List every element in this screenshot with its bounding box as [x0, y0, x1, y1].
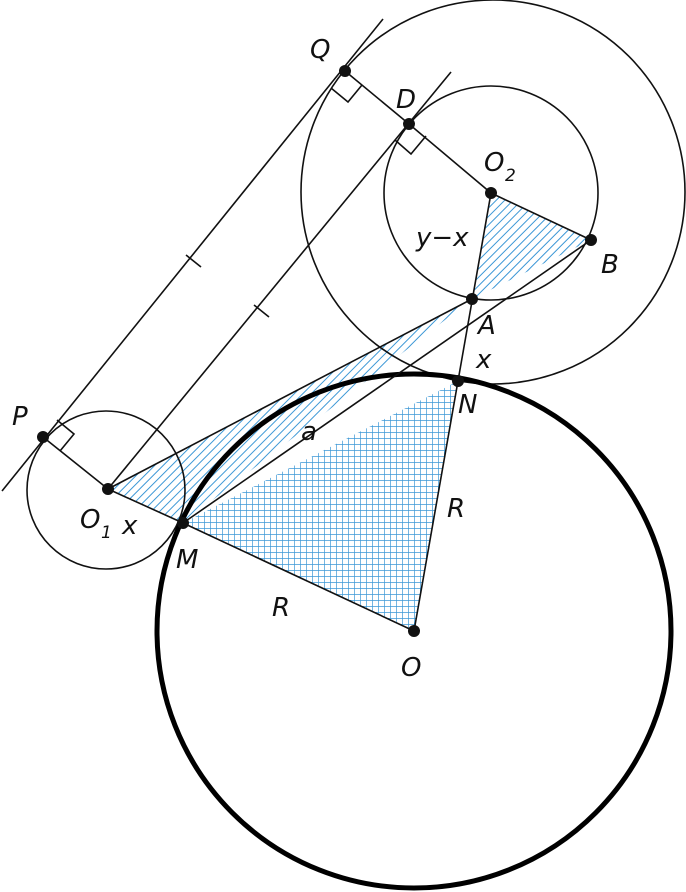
label-r-right: R — [447, 494, 465, 524]
tick-mark-d-line — [253, 304, 270, 318]
segment-o2-n — [457, 192, 492, 382]
right-angle-mark-p — [56, 419, 76, 452]
label-q: Q — [310, 35, 330, 65]
label-a: A — [476, 311, 496, 341]
circle-o2 — [383, 85, 599, 301]
circle-o1 — [26, 410, 186, 570]
tangent-line-pq — [1, 18, 384, 492]
label-o2: O — [484, 148, 504, 178]
point-a — [466, 293, 478, 305]
crosshatched-triangle-m-n-o — [183, 381, 458, 631]
label-r-bottom: R — [272, 593, 290, 623]
point-m — [177, 517, 189, 529]
label-o1: O — [80, 505, 100, 535]
segment-o1-m — [107, 488, 184, 524]
segment-m-o — [182, 522, 415, 632]
hatched-triangle-o2-b-a — [472, 193, 591, 299]
points — [37, 65, 597, 637]
label-x-left: x — [121, 511, 138, 541]
segment-n-o — [413, 380, 459, 632]
circle-o — [154, 371, 674, 891]
label-o: O — [401, 653, 421, 683]
point-d — [403, 118, 415, 130]
point-q — [339, 65, 351, 77]
label-a-segment: a — [301, 417, 317, 447]
segment-m-b — [182, 239, 592, 524]
label-o1-subscript: 1 — [101, 523, 112, 543]
label-b: B — [601, 250, 619, 280]
point-o2 — [485, 187, 497, 199]
label-o2-subscript: 2 — [505, 166, 516, 186]
label-x-top: x — [475, 345, 492, 375]
segment-q-d — [344, 70, 410, 125]
hatched-triangle-o1-a-m — [108, 299, 472, 523]
tick-mark-pq — [185, 254, 202, 268]
label-m: M — [176, 545, 198, 575]
segment-o2-b — [490, 192, 592, 241]
label-d: D — [396, 85, 416, 115]
segment-d-o2 — [408, 123, 492, 194]
label-y-minus-x: y−x — [415, 223, 469, 253]
segment-o1-a — [107, 298, 473, 490]
point-p — [37, 431, 49, 443]
point-n — [452, 375, 464, 387]
tangent-line-d — [107, 71, 452, 490]
segment-p-o1 — [42, 436, 109, 490]
point-o — [408, 625, 420, 637]
point-b — [585, 234, 597, 246]
label-n: N — [458, 390, 477, 420]
right-angle-mark-q — [330, 84, 363, 104]
point-o1 — [102, 483, 114, 495]
right-angle-mark-d — [394, 135, 427, 156]
label-p: P — [12, 402, 28, 432]
